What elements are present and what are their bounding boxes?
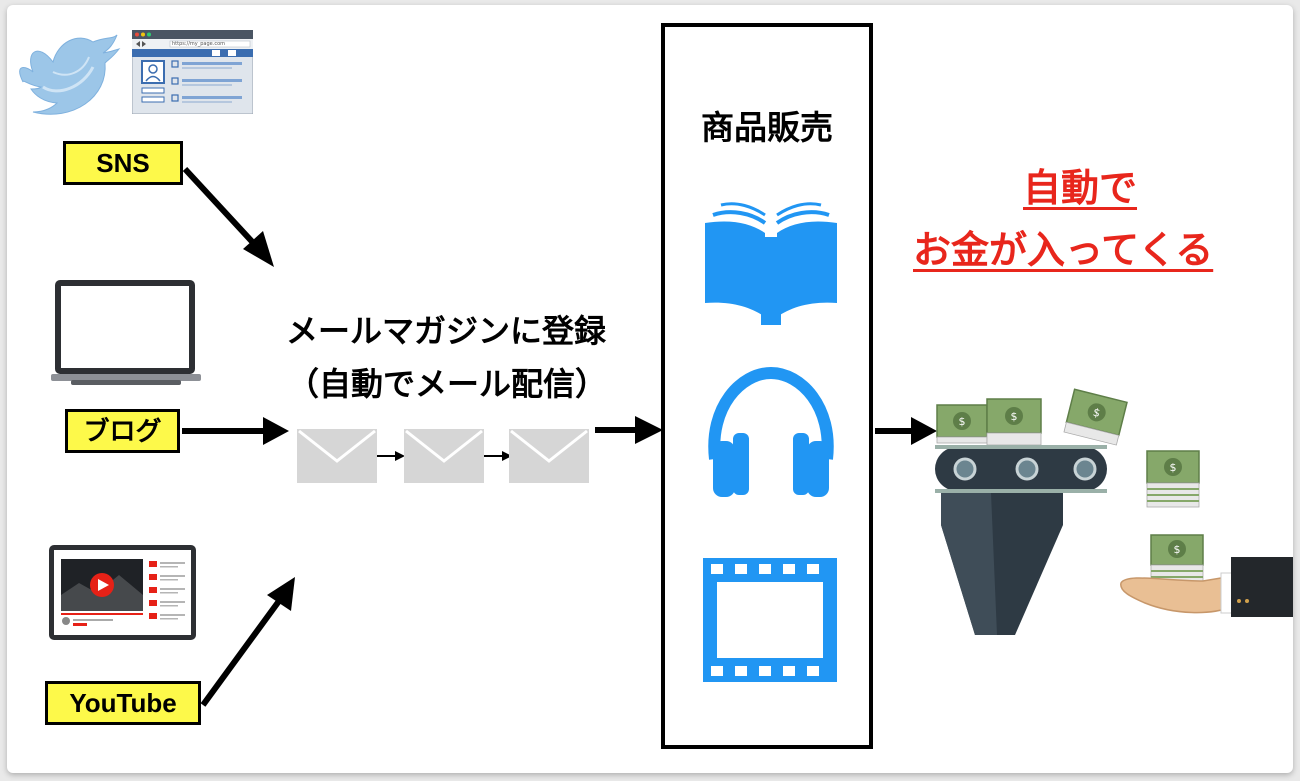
small-arrow-2	[484, 451, 512, 461]
cash-stack-icon: $	[936, 404, 988, 444]
arrow-youtube-to-mail	[200, 577, 295, 707]
product-sales-title: 商品販売	[701, 108, 833, 147]
browser-window-icon: https://my_page.com	[132, 30, 253, 114]
svg-text:$: $	[1092, 406, 1102, 420]
label-youtube-text: YouTube	[69, 688, 177, 718]
label-youtube: YouTube	[45, 681, 201, 725]
svg-text:$: $	[1174, 543, 1181, 556]
small-arrow-1	[377, 451, 405, 461]
youtube-player-icon	[49, 545, 196, 640]
envelope-icon	[404, 429, 484, 483]
product-sales-box: 商品販売	[661, 23, 873, 749]
arrow-products-to-money	[875, 417, 937, 445]
svg-text:$: $	[959, 415, 966, 428]
mail-registration-text: メールマガジンに登録	[285, 312, 606, 350]
svg-text:$: $	[1011, 410, 1018, 423]
mail-auto-delivery-text: （自動でメール配信）	[286, 365, 607, 403]
result-text-line2: お金が入ってくる	[913, 228, 1214, 272]
laptop-icon	[51, 280, 201, 385]
diagram-canvas: https://my_page.com SNS ブログ	[7, 5, 1293, 773]
arrow-blog-to-mail	[182, 417, 289, 445]
label-sns-text: SNS	[96, 148, 150, 178]
arrow-mail-to-products	[595, 416, 663, 444]
headphones-icon	[708, 366, 834, 497]
book-icon	[705, 202, 837, 325]
label-sns: SNS	[63, 141, 183, 185]
browser-url-text: https://my_page.com	[172, 41, 226, 47]
result-text-line1: 自動で	[1023, 166, 1138, 210]
envelope-icon	[297, 429, 377, 483]
envelope-icon	[509, 429, 589, 483]
film-icon	[703, 558, 837, 682]
money-machine-illustration: $ $ $	[935, 388, 1293, 635]
svg-text:$: $	[1170, 461, 1177, 474]
label-blog: ブログ	[65, 409, 180, 453]
arrow-sns-to-mail	[182, 166, 274, 267]
twitter-bird-icon	[19, 34, 121, 115]
label-blog-text: ブログ	[83, 416, 162, 446]
